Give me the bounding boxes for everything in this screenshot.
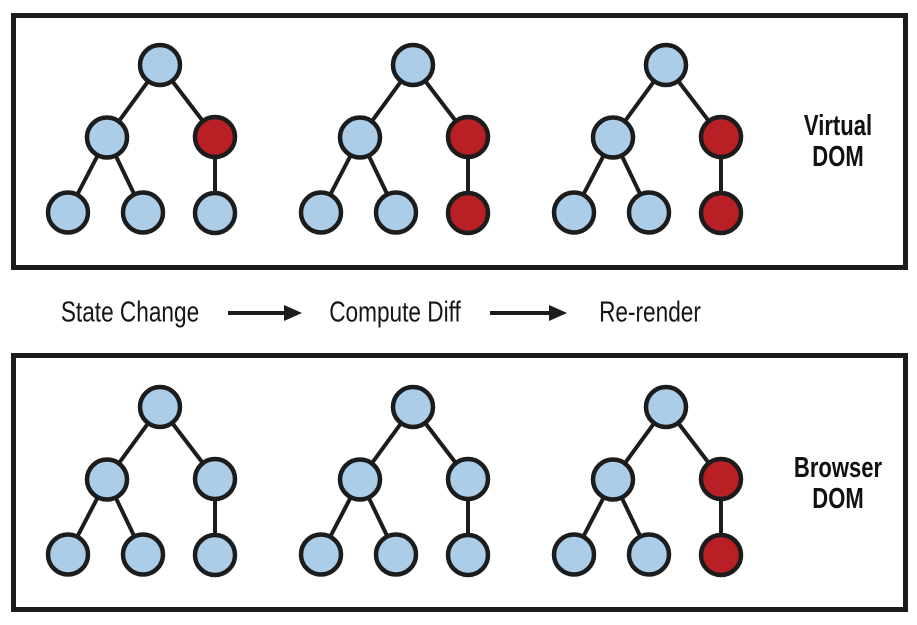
browser-dom-tree-3: [551, 384, 744, 578]
tree-node-rc-blue: [192, 532, 238, 578]
virtual-dom-tree-1: [45, 42, 238, 236]
tree-node-left-blue: [84, 115, 130, 160]
virtual-dom-label: Virtual DOM: [804, 111, 872, 173]
tree-node-right-red: [192, 114, 238, 160]
browser-dom-tree-2: [298, 384, 491, 578]
tree-node-ll-blue: [298, 190, 344, 235]
tree-node-lm-blue: [626, 532, 672, 577]
tree-node-ll-blue: [45, 532, 91, 577]
tree-node-root-blue: [137, 42, 183, 88]
tree-node-left-blue: [84, 457, 130, 502]
tree-node-left-blue: [337, 115, 383, 160]
tree-node-ll-blue: [551, 532, 597, 577]
arrow-head-icon: [549, 305, 567, 321]
tree-node-lm-blue: [373, 190, 419, 235]
virtual-dom-tree-3: [551, 42, 744, 236]
tree-node-root-blue: [643, 42, 689, 88]
arrow-diff-to-render: [490, 305, 567, 321]
tree-node-rc-red: [698, 190, 744, 236]
tree-node-left-blue: [590, 457, 636, 502]
virtual-dom-label-line2: DOM: [812, 141, 864, 173]
tree-node-lm-blue: [373, 532, 419, 577]
arrow-state-to-diff: [228, 305, 302, 321]
tree-node-left-blue: [590, 115, 636, 160]
tree-node-ll-blue: [298, 532, 344, 577]
tree-node-right-red: [698, 114, 744, 160]
tree-node-lm-blue: [120, 532, 166, 577]
step-state-change: State Change: [60, 296, 200, 329]
tree-node-root-blue: [390, 384, 436, 430]
tree-node-right-red: [698, 456, 744, 502]
tree-node-lm-blue: [626, 190, 672, 235]
browser-dom-tree-1: [45, 384, 238, 578]
tree-node-right-red: [445, 114, 491, 160]
arrow-head-icon: [284, 305, 302, 321]
tree-node-root-blue: [137, 384, 183, 430]
browser-dom-label: Browser DOM: [794, 453, 882, 515]
tree-node-root-blue: [390, 42, 436, 88]
tree-node-right-blue: [192, 456, 238, 502]
tree-node-left-blue: [337, 457, 383, 502]
step-re-render: Re-render: [599, 296, 701, 329]
tree-layer: [45, 42, 744, 578]
tree-node-ll-blue: [551, 190, 597, 235]
tree-node-right-blue: [445, 456, 491, 502]
tree-node-rc-blue: [192, 190, 238, 236]
tree-node-rc-red: [445, 190, 491, 236]
virtual-dom-label-line1: Virtual: [803, 110, 873, 142]
tree-node-root-blue: [643, 384, 689, 430]
tree-node-rc-blue: [445, 532, 491, 578]
browser-dom-label-line1: Browser: [793, 452, 883, 484]
virtual-dom-tree-2: [298, 42, 491, 236]
tree-node-ll-blue: [45, 190, 91, 235]
tree-node-rc-red: [698, 532, 744, 578]
browser-dom-label-line2: DOM: [812, 483, 864, 515]
step-compute-diff: Compute Diff: [329, 296, 461, 329]
tree-node-lm-blue: [120, 190, 166, 235]
